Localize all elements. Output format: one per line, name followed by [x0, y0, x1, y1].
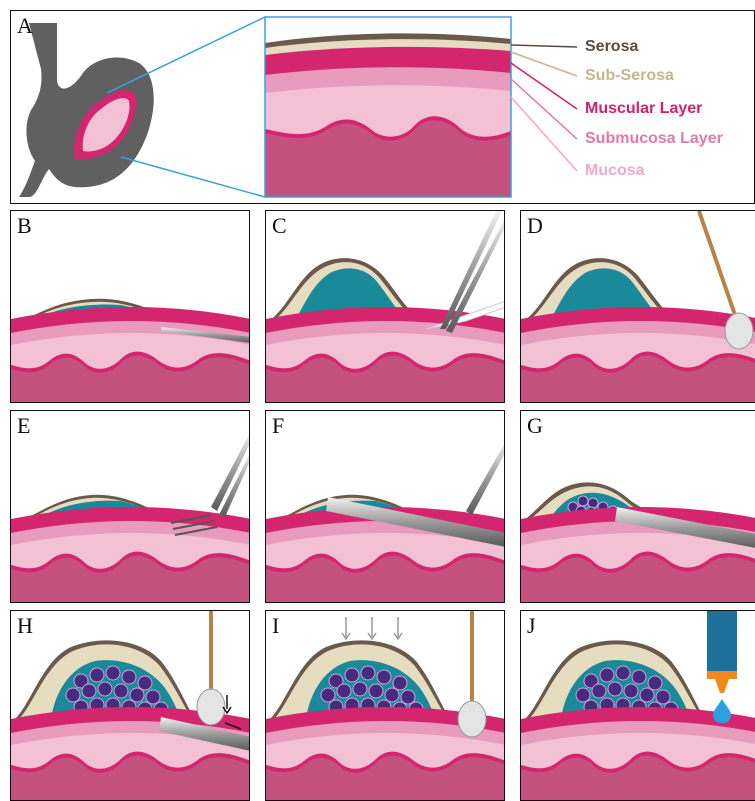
legend-mucosa: Mucosa — [585, 162, 645, 179]
legend-sub-serosa: Sub-Serosa — [585, 67, 674, 84]
particle-cluster-j — [575, 665, 679, 717]
legend-submucosa-layer: Submucosa Layer — [585, 130, 723, 147]
panel-g-figure — [521, 482, 755, 602]
panel-label-f: F — [272, 413, 285, 438]
legend-serosa: Serosa — [585, 38, 639, 55]
legend-muscular-layer: Muscular Layer — [585, 100, 703, 117]
panel-label-d: D — [527, 213, 543, 238]
zoom-inset — [264, 16, 512, 198]
panel-e: E — [10, 410, 250, 603]
panel-g: G — [520, 410, 755, 603]
panel-label-a: A — [17, 13, 33, 38]
stomach-illustration — [19, 23, 154, 197]
panel-h-figure — [11, 611, 249, 800]
panel-f-figure — [266, 444, 504, 602]
pressure-arrows — [341, 617, 403, 641]
panel-j: J — [520, 610, 755, 801]
panel-b: B — [10, 210, 250, 403]
panel-e-figure — [11, 434, 249, 602]
panel-a: A Serosa Sub-Serosa Muscular Layer Sub — [10, 10, 755, 204]
panel-label-h: H — [17, 613, 33, 638]
panel-label-e: E — [17, 413, 31, 438]
panel-c: C — [265, 210, 505, 403]
dropper-icon — [707, 611, 737, 723]
panel-a-figure — [19, 16, 578, 198]
panel-d: D — [520, 210, 755, 403]
panel-i: I — [265, 610, 505, 801]
panel-label-b: B — [17, 213, 32, 238]
panel-j-figure — [521, 611, 755, 800]
panel-i-figure — [266, 611, 504, 800]
panel-d-figure — [521, 211, 755, 402]
panel-h: H — [10, 610, 250, 801]
panel-label-j: J — [527, 613, 536, 638]
panel-label-g: G — [527, 413, 543, 438]
panel-b-figure — [11, 298, 249, 402]
panel-f: F — [265, 410, 505, 603]
panel-label-i: I — [272, 613, 280, 638]
panel-c-figure — [266, 211, 504, 402]
panel-label-c: C — [272, 213, 287, 238]
